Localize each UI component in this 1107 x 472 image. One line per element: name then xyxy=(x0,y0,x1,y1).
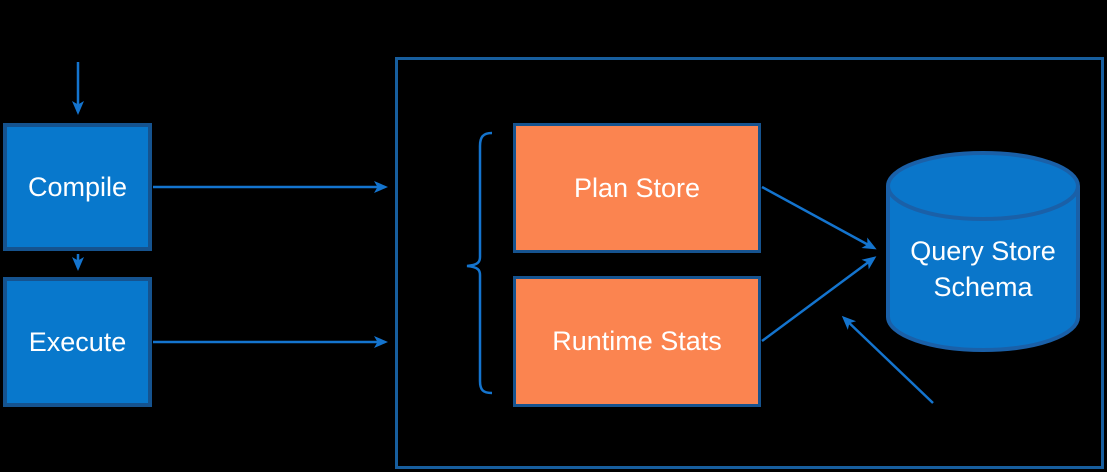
execute-node: Execute xyxy=(3,277,152,407)
annotation-arrow xyxy=(841,315,934,404)
compile-node: Compile xyxy=(3,123,152,251)
runtime-stats-node: Runtime Stats xyxy=(513,276,761,407)
plan-store-node: Plan Store xyxy=(513,123,761,253)
runtime-stats-label: Runtime Stats xyxy=(552,326,722,356)
query-store-container-box xyxy=(395,57,1104,469)
execute-label: Execute xyxy=(28,326,127,357)
plan-store-label: Plan Store xyxy=(573,172,701,203)
grouping-brace xyxy=(466,131,493,395)
query-store-schema-label: Query Store Schema xyxy=(910,236,1056,302)
arrow-plan-store-to-schema xyxy=(761,185,877,250)
database-cylinder-icon xyxy=(886,151,1080,352)
arrow-runtime-stats-to-schema xyxy=(761,256,877,343)
compile-label: Compile xyxy=(27,171,128,202)
